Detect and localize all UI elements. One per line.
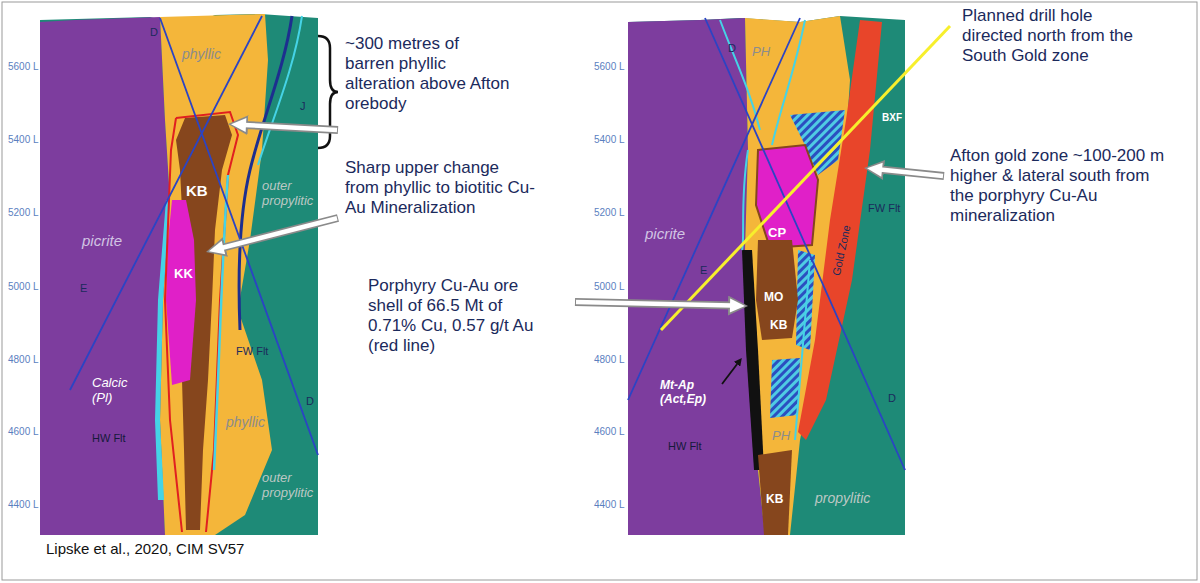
callout-arrow	[222, 218, 339, 248]
unit-label: KK	[174, 266, 193, 281]
propylitic-zone	[628, 16, 905, 535]
biotite-zone	[758, 450, 792, 535]
kspar-zone	[166, 200, 196, 385]
fault-label: FW Flt	[868, 202, 900, 215]
unit-label: outer propylitic	[262, 178, 318, 209]
depth-label: 4600 L	[8, 426, 39, 438]
fault-label: FW Flt	[236, 345, 268, 358]
fault-line	[214, 175, 228, 470]
depth-label: 5000 L	[8, 281, 39, 293]
depth-label: 5200 L	[594, 207, 625, 219]
unit-label: CP	[768, 225, 786, 240]
depth-label: 5400 L	[594, 134, 625, 146]
fault-label: D	[728, 42, 736, 55]
callout-arrow	[575, 302, 732, 306]
fault-label: HW Flt	[668, 440, 702, 453]
citation: Lipske et al., 2020, CIM SV57	[46, 540, 244, 558]
depth-label: 5600 L	[8, 61, 39, 73]
fault-line	[239, 16, 292, 330]
callout-arrow	[244, 125, 337, 130]
fault-line	[772, 20, 805, 145]
unit-label: BXF	[882, 112, 902, 124]
unit-label: picrite	[82, 232, 122, 250]
unit-label: KB	[766, 492, 783, 506]
fault-label: J	[300, 100, 306, 113]
unit-label: phyllic	[182, 46, 221, 63]
depth-label: 5200 L	[8, 207, 39, 219]
callout-arrow	[244, 125, 338, 130]
callout-arrow	[222, 218, 338, 248]
biotite-zone	[756, 240, 798, 340]
depth-label: 4800 L	[8, 354, 39, 366]
drill-hole-line	[661, 26, 950, 330]
annotation-text: Sharp upper change from phyllic to bioti…	[345, 158, 537, 218]
fault-line	[795, 260, 810, 440]
fault-label: D	[306, 395, 314, 408]
callout-arrow	[880, 170, 943, 176]
leader-arrow	[722, 364, 737, 384]
depth-label: 4600 L	[594, 426, 625, 438]
unit-label: Calcic (Pl)	[92, 375, 148, 406]
annotation-text: ~300 metres of barren phyllic alteration…	[345, 34, 510, 114]
picrite-unit	[40, 17, 170, 535]
unit-label: propylitic	[815, 490, 870, 507]
unit-label: Mt-Ap (Act,Ep)	[660, 378, 718, 406]
callout-arrow	[576, 302, 732, 306]
fault-line	[258, 16, 302, 165]
depth-label: 5600 L	[594, 61, 625, 73]
hatched-zone	[796, 250, 815, 350]
unit-label: picrite	[645, 225, 685, 243]
picrite-unit	[628, 18, 765, 535]
fault-label: D	[150, 26, 158, 39]
unit-label: outer propylitic	[262, 470, 318, 501]
fault-line	[160, 18, 318, 455]
fault-label: D	[888, 392, 896, 405]
fault-label: E	[700, 264, 707, 277]
depth-label: 4400 L	[594, 499, 625, 511]
depth-label: 4800 L	[594, 354, 625, 366]
callout-arrow	[880, 170, 944, 176]
unit-label: PH	[752, 44, 770, 59]
depth-label: 4400 L	[8, 499, 39, 511]
annotation-text: Afton gold zone ~100-200 m higher & late…	[950, 146, 1165, 226]
unit-label: PH	[772, 428, 790, 443]
fault-label: HW Flt	[92, 432, 126, 445]
fault-line	[70, 16, 262, 390]
annotation-text: Porphyry Cu-Au ore shell of 66.5 Mt of 0…	[368, 276, 553, 356]
depth-label: 5000 L	[594, 281, 625, 293]
propylitic-zone	[40, 14, 318, 535]
depth-label: 5400 L	[8, 134, 39, 146]
unit-label: MO	[764, 290, 783, 304]
unit-label: KB	[186, 182, 208, 200]
annotation-text: Planned drill hole directed north from t…	[962, 6, 1140, 66]
phyllic-zone	[160, 14, 272, 535]
unit-label: KB	[770, 318, 787, 332]
ore-shell-line	[165, 112, 238, 532]
fault-line	[742, 150, 748, 250]
unit-label: Gold Zone	[830, 224, 853, 277]
fault-line	[720, 20, 760, 130]
fault-label: E	[80, 282, 87, 295]
hatched-zone	[770, 358, 800, 418]
fault-line	[705, 18, 905, 470]
unit-label: phyllic	[226, 414, 265, 431]
